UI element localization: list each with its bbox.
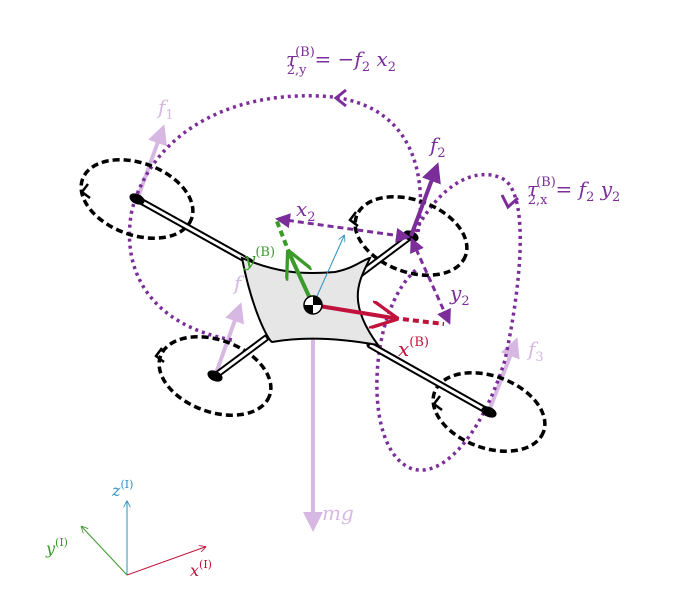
rotor-3-tick: [432, 395, 443, 411]
yI-label: y(I): [45, 536, 68, 558]
torque-x-loop-arrowhead: [500, 194, 520, 210]
rotor-3-disc: [431, 371, 547, 453]
f3-label: f3: [526, 337, 544, 365]
yB-label: y(B): [243, 245, 275, 271]
rotor-1-disc: [79, 158, 195, 240]
moment-arm-y2: [410, 237, 451, 325]
arm-3-inner: [369, 343, 490, 414]
x2-label: x2: [296, 197, 316, 225]
rotor-3-hub: [481, 406, 497, 418]
rotor-1-tick: [80, 183, 91, 199]
center-of-mass-icon: [303, 295, 323, 315]
rotor-1-hub: [129, 193, 145, 205]
tau-y-equation: τ(B)2,y= −f2 x2: [286, 45, 396, 78]
body-x-dashed-ext: [392, 316, 445, 326]
xB-label: x(B): [398, 335, 429, 361]
body-x-arrow: [312, 305, 393, 318]
thrust-f2-arrow: [409, 162, 441, 237]
torque-y-loop-arrowhead: [333, 88, 347, 108]
thrust-f3-arrow: [487, 337, 520, 412]
torque-y-loop: [127, 94, 423, 342]
mg-label: mg: [322, 501, 354, 525]
f1-label: f1: [156, 95, 174, 123]
rotor-4-hub: [207, 370, 223, 382]
rotor-4-disc: [157, 335, 273, 417]
xI-label: x(I): [190, 558, 212, 580]
body-z-arrow: [312, 236, 344, 306]
y2-label: y2: [449, 281, 470, 309]
arm-4-inner: [214, 336, 267, 378]
f4-label: f: [232, 271, 245, 295]
torque-x-loop: [375, 172, 522, 472]
moment-arm-x2: [275, 213, 411, 243]
inertial-y-arrow: [82, 527, 128, 576]
zI-label: z(I): [111, 478, 133, 500]
body-y-dashed-ext: [274, 218, 292, 256]
f2-label: f2: [428, 133, 446, 161]
inertial-x-arrow: [126, 547, 205, 576]
tau-x-equation: τ(B)2,x= f2 y2: [527, 175, 620, 208]
rotor-4-tick: [154, 347, 165, 363]
arm-1-inner: [136, 197, 251, 264]
